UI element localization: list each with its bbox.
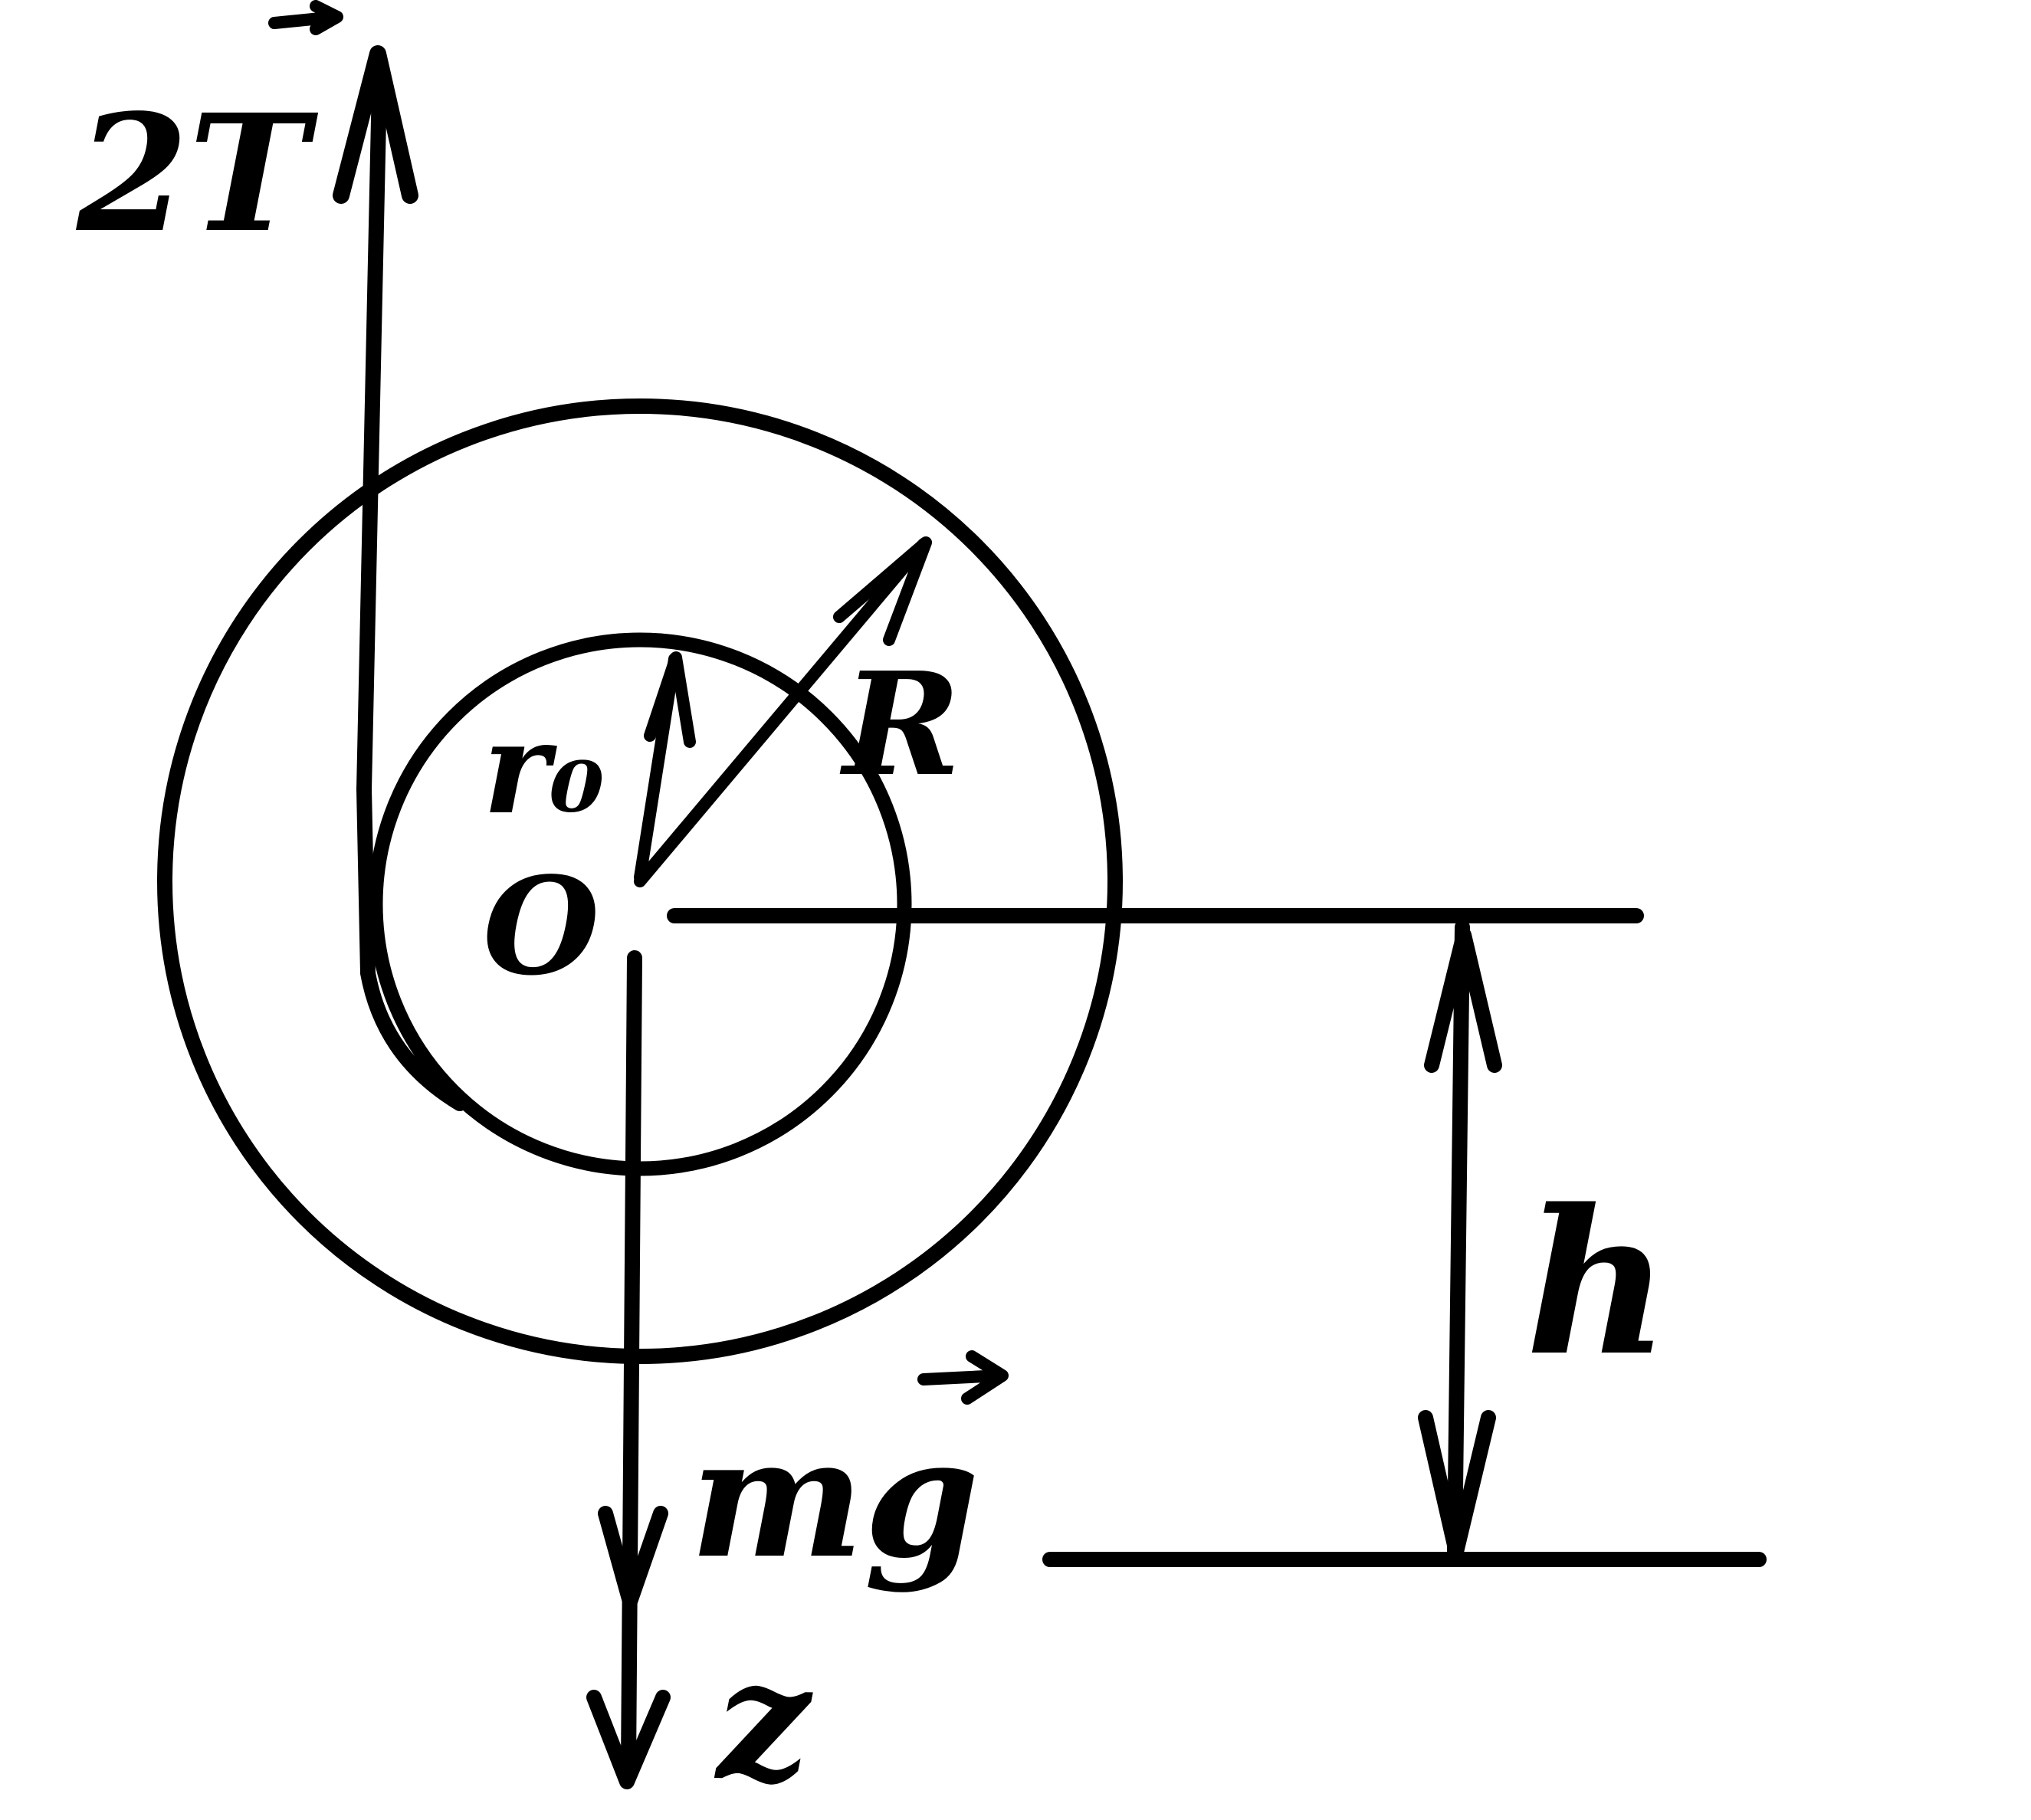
height-arrow-head-down — [1418, 1410, 1496, 1559]
tension-arrow-head — [333, 45, 418, 204]
weight-label: mg — [690, 1401, 979, 1595]
height-dimension-line — [1447, 920, 1470, 1559]
radius-R-arrow-line — [634, 538, 930, 887]
weight-vector-bar — [917, 1350, 1009, 1405]
height-arrow-head-up — [1424, 927, 1502, 1073]
weight-arrow-head — [598, 1506, 668, 1609]
z-axis-label: z — [714, 1623, 813, 1817]
height-label: h — [1525, 1166, 1670, 1400]
rope-wrapped-strand — [356, 77, 468, 1111]
z-axis-arrow-head — [586, 1690, 671, 1789]
radius-r0-label: r₀ — [483, 694, 605, 842]
outer-circle-radius-R — [157, 398, 1123, 1364]
weight-arrow-line — [621, 950, 642, 1774]
center-label-O: O — [483, 848, 599, 1005]
radius-r0-arrow-head — [644, 651, 696, 748]
tension-vector-bar — [268, 0, 343, 35]
radius-R-label: R — [839, 641, 961, 808]
radius-R-arrow-head — [833, 536, 932, 646]
tension-label: 2T — [75, 79, 318, 268]
